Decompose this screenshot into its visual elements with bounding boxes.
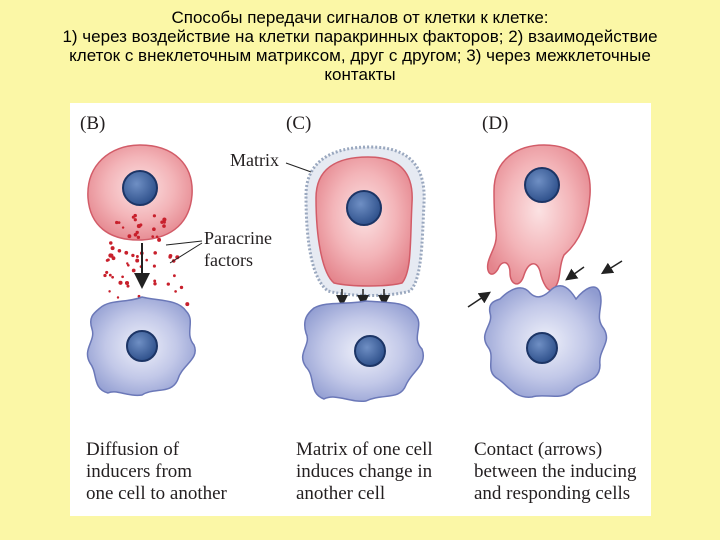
- paracrine-dot: [106, 258, 110, 262]
- nucleus-icon: [126, 330, 158, 362]
- paracrine-dot: [131, 268, 136, 273]
- paracrine-leader-line: [169, 242, 203, 264]
- paracrine-dot: [153, 279, 157, 283]
- paracrine-dot: [152, 227, 156, 232]
- caption-d-line: and responding cells: [474, 483, 631, 504]
- paracrine-dot: [110, 246, 115, 251]
- paracrine-dot: [118, 280, 123, 285]
- slide-title: Способы передачи сигналов от клетки к кл…: [20, 8, 700, 84]
- paracrine-dot: [166, 282, 170, 286]
- paracrine-dot: [153, 251, 157, 255]
- paracrine-dot: [185, 302, 190, 307]
- paracrine-dot: [135, 258, 140, 263]
- caption-c-line: Matrix of one cell: [296, 439, 433, 460]
- nucleus-icon: [526, 332, 558, 364]
- title-line-4: контакты: [324, 65, 396, 84]
- nucleus-icon: [354, 335, 386, 367]
- paracrine-dot: [121, 226, 125, 229]
- panel-d-label: (D): [482, 113, 508, 134]
- panel-b: (B) Paracrine factors: [80, 113, 272, 397]
- paracrine-dot: [135, 255, 139, 258]
- paracrine-dot: [105, 270, 109, 274]
- caption-c: Matrix of one cell induces change in ano…: [296, 439, 433, 505]
- paracrine-dot: [116, 296, 120, 299]
- paracrine-dot: [152, 264, 156, 268]
- matrix-label: Matrix: [230, 150, 279, 170]
- caption-c-line: another cell: [296, 483, 386, 504]
- paracrine-dot: [124, 280, 130, 286]
- paracrine-dot: [109, 241, 113, 245]
- panel-b-label: (B): [80, 113, 105, 134]
- paracrine-leader-line: [165, 240, 203, 246]
- paracrine-dot: [162, 224, 166, 228]
- caption-b-line: inducers from: [86, 461, 193, 482]
- paracrine-dot: [108, 253, 113, 258]
- paracrine-dot: [126, 262, 129, 265]
- paracrine-dot: [117, 249, 122, 253]
- paracrine-dot: [179, 285, 184, 290]
- nucleus-icon: [346, 190, 382, 226]
- paracrine-dot: [157, 237, 162, 242]
- figure-panel: (B) Paracrine factors (C) Matrix: [70, 103, 651, 516]
- paracrine-dot: [136, 235, 141, 240]
- title-line-3: клеток с внеклеточным матриксом, друг с …: [69, 46, 651, 65]
- panel-c: (C) Matrix: [230, 113, 426, 402]
- title-line-1: Способы передачи сигналов от клетки к кл…: [171, 8, 549, 27]
- paracrine-dot: [155, 235, 159, 239]
- contact-arrows: [467, 260, 623, 308]
- paracrine-dot: [131, 253, 135, 258]
- caption-d: Contact (arrows) between the inducing an…: [474, 439, 637, 505]
- paracrine-label: Paracrine: [204, 228, 272, 248]
- paracrine-dot: [151, 235, 155, 238]
- nucleus-icon: [524, 167, 560, 203]
- nucleus-icon: [122, 170, 158, 206]
- paracrine-dot: [153, 282, 157, 286]
- paracrine-dot: [111, 275, 114, 279]
- caption-b-line: one cell to another: [86, 483, 227, 504]
- cell-signaling-figure: (B) Paracrine factors (C) Matrix: [80, 113, 623, 402]
- paracrine-dot: [124, 250, 129, 255]
- paracrine-dot: [162, 217, 167, 222]
- paracrine-dot: [117, 221, 121, 224]
- paracrine-dot: [111, 256, 116, 261]
- caption-d-line: between the inducing: [474, 461, 637, 482]
- factors-label: factors: [204, 250, 253, 270]
- paracrine-dot: [174, 290, 177, 293]
- paracrine-dot: [127, 234, 132, 239]
- paracrine-dot: [139, 223, 143, 227]
- caption-c-line: induces change in: [296, 461, 433, 482]
- panel-d: (D): [467, 113, 623, 398]
- paracrine-dot: [133, 213, 137, 218]
- paracrine-dot: [121, 275, 124, 279]
- paracrine-dot: [137, 294, 141, 298]
- paracrine-dot: [163, 220, 166, 224]
- caption-b: Diffusion of inducers from one cell to a…: [86, 439, 227, 505]
- paracrine-dot: [145, 258, 148, 262]
- caption-b-line: Diffusion of: [86, 439, 180, 460]
- paracrine-dot: [152, 214, 157, 218]
- paracrine-dot: [115, 220, 119, 225]
- paracrine-dot: [108, 290, 111, 293]
- paracrine-dot: [126, 284, 130, 288]
- paracrine-dot: [133, 218, 137, 222]
- matrix-signal-arrows: [336, 289, 390, 307]
- matrix-leader-line: [285, 162, 315, 174]
- paracrine-dot: [133, 232, 138, 237]
- paracrine-dot: [160, 220, 164, 224]
- inducing-cell-d: [486, 144, 591, 292]
- paracrine-dot: [103, 273, 107, 278]
- title-line-2: 1) через воздействие на клетки паракринн…: [62, 27, 658, 46]
- caption-d-line: Contact (arrows): [474, 439, 603, 460]
- paracrine-dot: [168, 253, 173, 258]
- paracrine-dot: [172, 274, 176, 278]
- panel-c-label: (C): [286, 113, 311, 134]
- paracrine-dot: [108, 273, 112, 277]
